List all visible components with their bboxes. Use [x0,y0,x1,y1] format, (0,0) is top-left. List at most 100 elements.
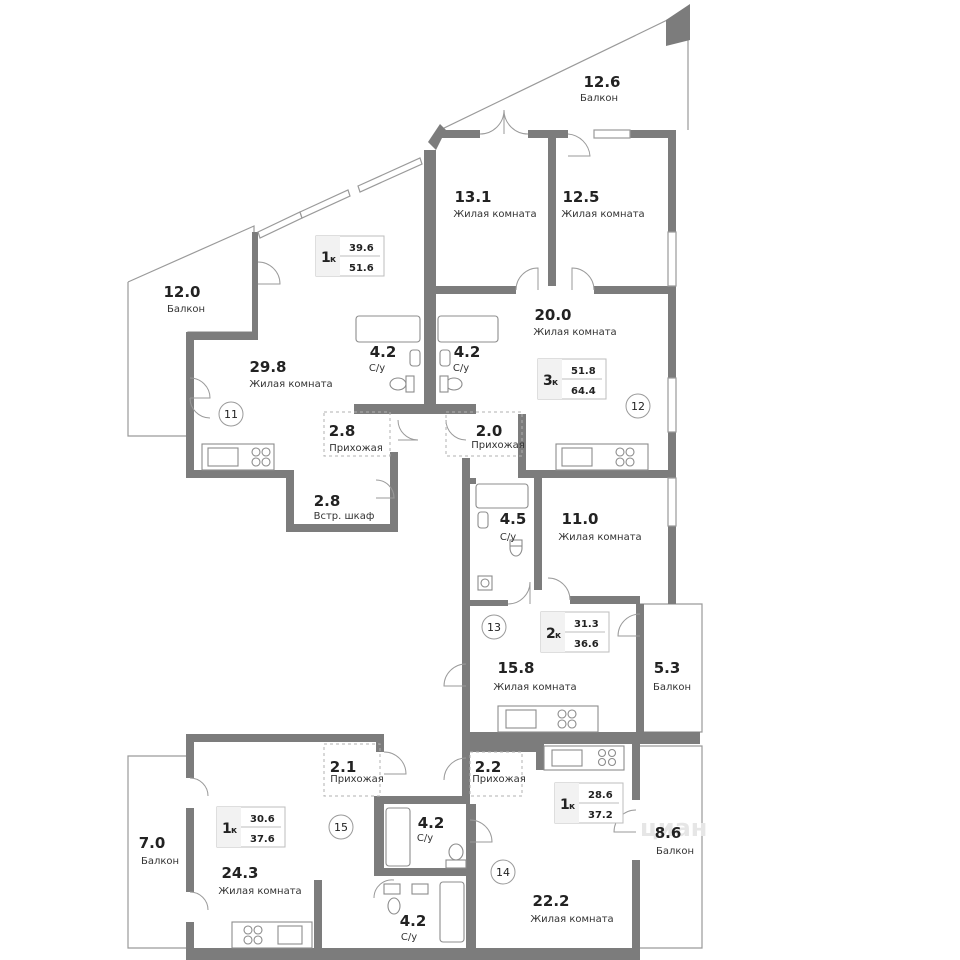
apartment-living-area: 30.6 [250,814,275,825]
room-area: 24.3 [221,864,258,882]
apartment-total-area: 51.6 [349,263,374,274]
apartment-total-area: 36.6 [574,639,599,650]
room-bath-4-5: 4.5С/у [500,510,527,543]
room-area: 12.6 [583,73,620,91]
room-name: Жилая комната [493,682,576,693]
room-area: 20.0 [534,306,571,324]
apartment-number: 14 [496,866,510,879]
room-area: 15.8 [497,659,534,677]
room-area: 2.2 [475,758,502,776]
room-name: Жилая комната [533,327,616,338]
apartment-room-suffix: к [555,631,561,641]
room-area: 22.2 [532,892,569,910]
apartment-room-count: 1 [222,821,232,837]
room-name: Балкон [653,682,691,693]
room-area: 4.2 [418,814,445,832]
room-area: 2.0 [476,422,503,440]
room-area: 2.8 [329,422,356,440]
apartment-number-circle [328,814,354,840]
room-name: Балкон [580,93,618,104]
apartment-badge-rooms-bg [217,807,241,847]
apartment-room-suffix: к [569,802,575,812]
fixtures [201,315,649,949]
room-name: Балкон [167,304,205,315]
room-area: 4.2 [370,343,397,361]
doors [189,109,641,911]
room-name: Жилая комната [530,914,613,925]
room-area: 7.0 [139,834,166,852]
apartment-number-circle [481,614,507,640]
apartment-living-area: 31.3 [574,619,599,630]
apartment-room-suffix: к [330,255,336,265]
room-name: Жилая комната [218,886,301,897]
apartment-living-area: 28.6 [588,790,613,801]
apartment-total-area: 37.6 [250,834,275,845]
room-area: 8.6 [655,824,682,842]
room-name: С/у [369,363,385,374]
room-name: Встр. шкаф [314,511,375,522]
room-bath-4-2-a: 4.2С/у [369,343,396,374]
room-name: Балкон [141,856,179,867]
room-name: Жилая комната [453,209,536,220]
apartment-badge-rooms-bg [555,783,579,823]
room-name: Балкон [656,846,694,857]
room-name: Прихожая [472,774,526,785]
apartment-room-suffix: к [231,826,237,836]
room-area: 13.1 [454,188,491,206]
windows [257,129,677,527]
room-name: Жилая комната [558,532,641,543]
room-bath-4-2-d: 4.2С/у [400,912,427,943]
watermark: циан [640,814,707,842]
room-area: 11.0 [561,510,598,528]
room-area: 4.2 [400,912,427,930]
room-name: С/у [500,532,516,543]
room-name: Прихожая [329,443,383,454]
apartment-number-circle [625,393,651,419]
room-bath-4-2-b: 4.2С/у [453,343,480,374]
room-area: 2.8 [314,492,341,510]
room-name: Прихожая [471,440,525,451]
room-area: 29.8 [249,358,286,376]
room-area: 12.5 [562,188,599,206]
apartment-room-count: 2 [546,626,556,642]
apartment-total-area: 37.2 [588,810,613,821]
apartment-room-count: 1 [560,797,570,813]
room-area: 2.1 [330,758,357,776]
apartment-room-count: 1 [321,250,331,266]
apartment-room-count: 3 [543,373,553,389]
apartment-total-area: 64.4 [571,386,596,397]
apartment-badge-rooms-bg [541,612,565,652]
apartment-number: 11 [224,408,238,421]
apartment-living-area: 39.6 [349,243,374,254]
room-name: С/у [453,363,469,374]
apartment-number-circle [218,401,244,427]
apartment-number: 12 [631,400,645,413]
room-area: 4.2 [454,343,481,361]
apartment-number: 13 [487,621,501,634]
apartment-badge-rooms-bg [538,359,562,399]
room-name: С/у [401,932,417,943]
